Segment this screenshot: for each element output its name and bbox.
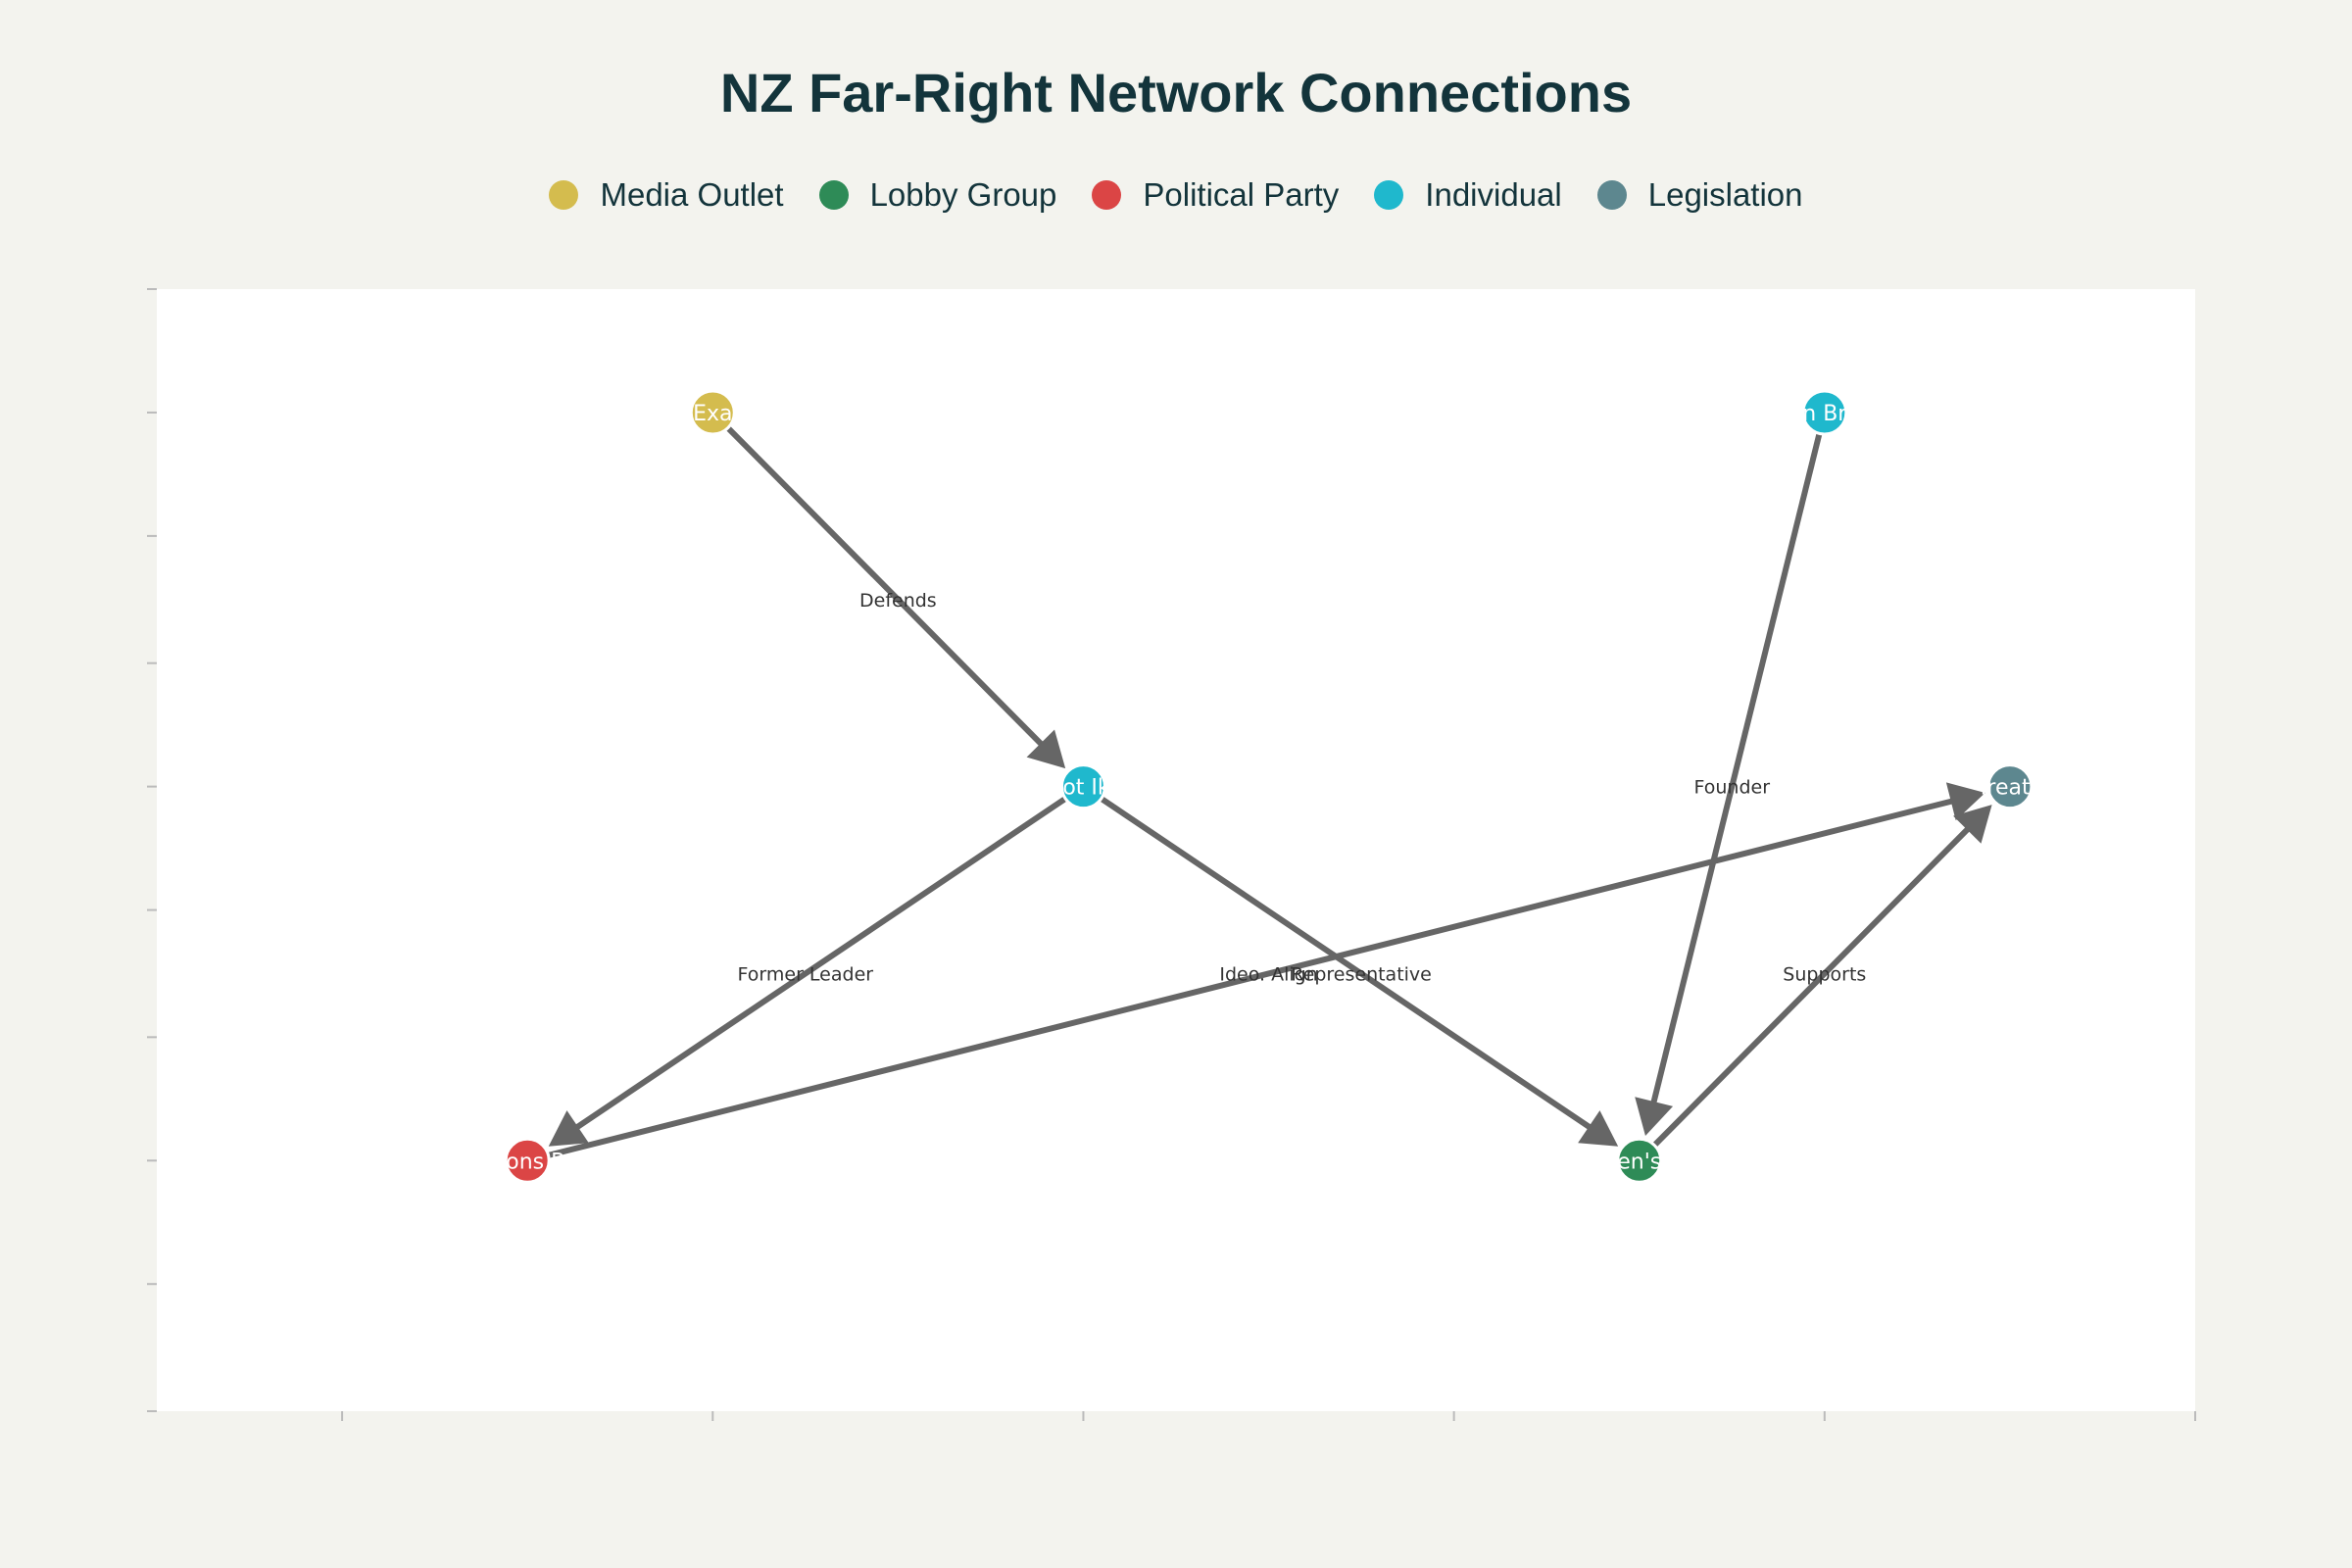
legend-marker-icon [1092,180,1122,210]
legend-item[interactable]: Legislation [1596,176,1803,214]
legend-marker-icon [1374,180,1404,210]
legend-marker-icon [1596,180,1627,210]
arrowhead-icon [548,1110,589,1147]
legend-marker-icon [818,180,849,210]
legend-item[interactable]: Individual [1374,176,1562,214]
node-circle[interactable] [1986,763,2034,810]
edge-label: Ideo. Align [1219,963,1317,985]
legend-item[interactable]: Lobby Group [818,176,1057,214]
arrowhead-icon [1945,782,1985,821]
node-circle[interactable] [1616,1137,1663,1184]
node-label: iot Ik [1056,776,1110,801]
node-circle[interactable] [689,389,736,436]
node-cons[interactable]: Cons P [491,1137,564,1184]
edge-label: Supports [1783,963,1866,985]
node-exa[interactable]: Exa [689,389,736,436]
edge-line [1100,796,1604,1139]
node-circle[interactable] [1801,389,1848,436]
edge-line [725,425,1054,758]
node-label: Cons P [491,1150,564,1174]
edge-label: Former Leader [738,963,874,985]
edge-label: Representative [1291,963,1432,985]
node-label: Exa [693,402,732,426]
legend-label: Media Outlet [600,176,784,213]
edge-line [563,796,1067,1139]
edge-line [1646,432,1823,1118]
arrowhead-icon [1578,1110,1619,1147]
arrowhead-icon [1953,805,1992,844]
node-circle[interactable] [504,1137,551,1184]
chart-title: NZ Far-Right Network Connections [719,62,1633,123]
edge-label: Founder [1694,777,1771,799]
legend: Media Outlet Lobby Group Political Party In… [0,176,2352,214]
legend-marker-icon [549,180,579,210]
arrowhead-icon [1026,729,1066,769]
legend-item[interactable]: Political Party [1092,176,1339,214]
node-ens[interactable]: en's [1616,1137,1663,1184]
node-nbr[interactable]: n Br [1801,389,1848,436]
node-treaty[interactable]: Treaty [1976,763,2043,810]
legend-label: Legislation [1647,176,1803,213]
edge-line [1652,816,1981,1148]
edge-line [547,794,1968,1158]
node-label: en's [1617,1150,1661,1174]
arrowhead-icon [1635,1097,1674,1137]
edge-label: Defends [859,590,937,612]
legend-label: Lobby Group [869,176,1057,213]
legend-label: Individual [1425,176,1562,213]
node-label: n Br [1802,402,1847,426]
legend-item[interactable]: Media Outlet [549,176,784,214]
node-label: Treaty [1976,776,2042,801]
node-circle[interactable] [1059,763,1106,810]
legend-label: Political Party [1143,176,1340,213]
node-iot[interactable]: iot Ik [1056,763,1110,810]
